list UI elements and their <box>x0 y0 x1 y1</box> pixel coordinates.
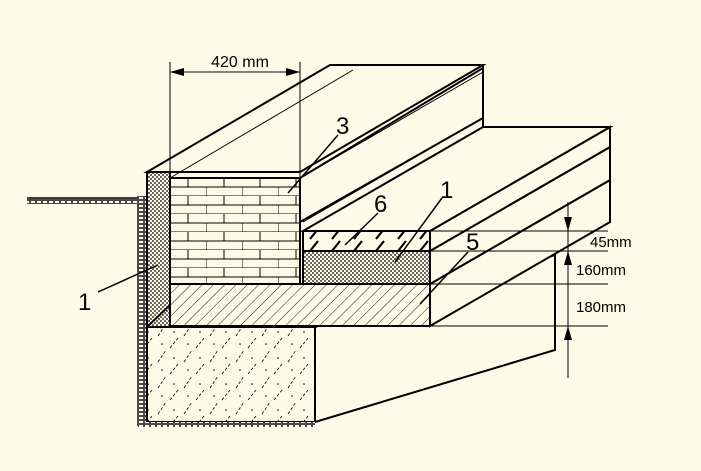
dimension-insulation-label: 160mm <box>576 262 626 279</box>
floor-insulation <box>302 145 611 286</box>
callout-floor-insulation: 1 <box>394 177 453 263</box>
screed-layer <box>299 117 614 253</box>
dimension-screed-label: 45mm <box>590 234 632 251</box>
dimension-wall-width-label: 420 mm <box>211 54 269 71</box>
callout-screed: 6 <box>344 191 387 246</box>
callout-masonry-wall-label: 3 <box>336 113 349 140</box>
callout-screed-label: 6 <box>374 191 387 218</box>
dimension-floor-layers: 45mm 160mm 180mm <box>430 202 632 378</box>
callout-masonry-wall: 3 <box>287 113 349 194</box>
foundation-block <box>138 253 556 427</box>
callout-floor-slab: 5 <box>419 229 479 305</box>
ground-line-left <box>27 197 145 204</box>
masonry-wall <box>143 64 487 285</box>
callout-floor-insulation-label: 1 <box>440 177 453 204</box>
soil-edge-left <box>137 196 146 426</box>
callout-floor-slab-label: 5 <box>466 229 479 256</box>
callout-wall-insulation: 1 <box>78 264 159 316</box>
dimension-slab-label: 180mm <box>576 299 626 316</box>
wall-insulation <box>146 171 171 328</box>
floor-slab <box>169 178 611 328</box>
dimension-wall-width: 420 mm <box>169 54 301 178</box>
callout-wall-insulation-label: 1 <box>78 289 91 316</box>
